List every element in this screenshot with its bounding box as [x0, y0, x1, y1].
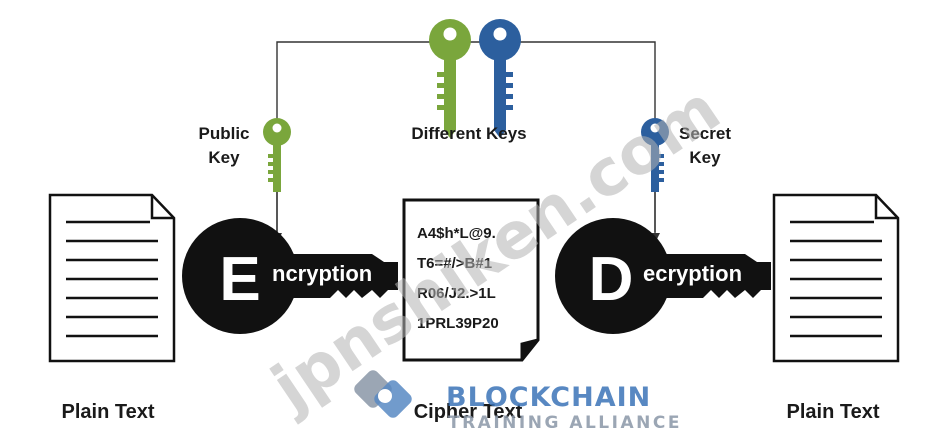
- brand-line-2: TRAINING ALLIANCE: [448, 413, 682, 433]
- plain-text-left-caption: Plain Text: [62, 401, 155, 423]
- cipher-line-3: R06/J2.>1L: [417, 285, 496, 302]
- blue-key-icon: [479, 19, 521, 138]
- secret-key-icon: [641, 118, 669, 192]
- plain-document-left-icon: [48, 193, 176, 363]
- plain-document-right-icon: [772, 193, 900, 363]
- cipher-text-caption: Cipher Text: [414, 401, 523, 423]
- encryption-label: ncryption: [272, 261, 372, 286]
- brand-line-1: BLOCKCHAIN: [446, 382, 651, 413]
- public-key-label-line1: Public: [198, 124, 249, 143]
- secret-key-label-line2: Key: [689, 148, 721, 167]
- green-key-icon: [429, 19, 471, 138]
- brand-logo-icon: [354, 370, 412, 418]
- cipher-line-1: A4$h*L@9.: [417, 225, 496, 242]
- public-key-icon: [263, 118, 291, 192]
- public-key-label-line2: Key: [208, 148, 240, 167]
- cipher-line-2: T6=#/>B#1: [417, 255, 492, 272]
- different-keys-label: Different Keys: [411, 124, 526, 143]
- watermark-brand: BLOCKCHAIN TRAINING ALLIANCE: [354, 370, 682, 433]
- cipher-document-icon: A4$h*L@9. T6=#/>B#1 R06/J2.>1L 1PRL39P20: [402, 198, 540, 362]
- decryption-label: ecryption: [643, 261, 742, 286]
- plain-text-right-caption: Plain Text: [787, 401, 880, 423]
- decryption-initial: D: [589, 245, 634, 314]
- cipher-line-4: 1PRL39P20: [417, 315, 499, 332]
- secret-key-label-line1: Secret: [679, 124, 731, 143]
- encryption-key-icon: E ncryption: [182, 218, 398, 334]
- encryption-initial: E: [219, 245, 260, 314]
- decryption-key-icon: D ecryption: [555, 218, 771, 334]
